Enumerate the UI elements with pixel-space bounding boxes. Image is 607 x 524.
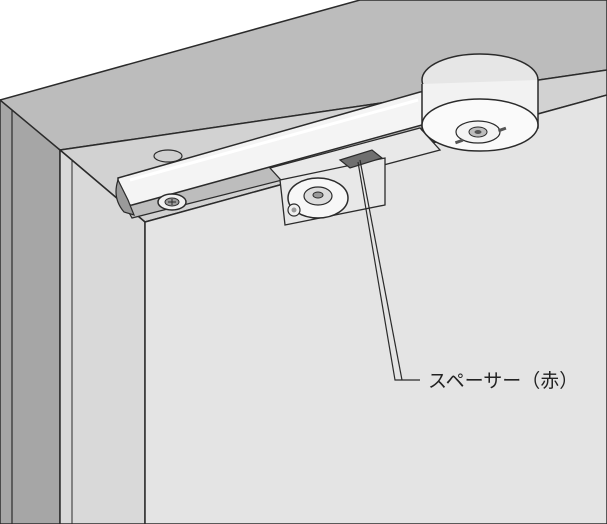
mount-screw-icon bbox=[157, 193, 187, 211]
closer-arm-highlight bbox=[129, 98, 419, 182]
callout-leader-line bbox=[357, 161, 420, 381]
door-closer bbox=[115, 53, 539, 226]
wall-left-column bbox=[0, 99, 61, 524]
arm-end-cap bbox=[115, 178, 136, 216]
roller-wheel bbox=[287, 177, 349, 219]
spacer-callout: スペーサー（赤） bbox=[357, 159, 578, 392]
wall-top-band bbox=[0, 0, 607, 161]
spacer-callout-label: スペーサー（赤） bbox=[428, 370, 578, 392]
spacer-block bbox=[338, 149, 384, 169]
top-boss bbox=[153, 149, 183, 163]
closer-round-housing bbox=[421, 53, 539, 152]
bracket-screw-icon bbox=[287, 203, 301, 217]
